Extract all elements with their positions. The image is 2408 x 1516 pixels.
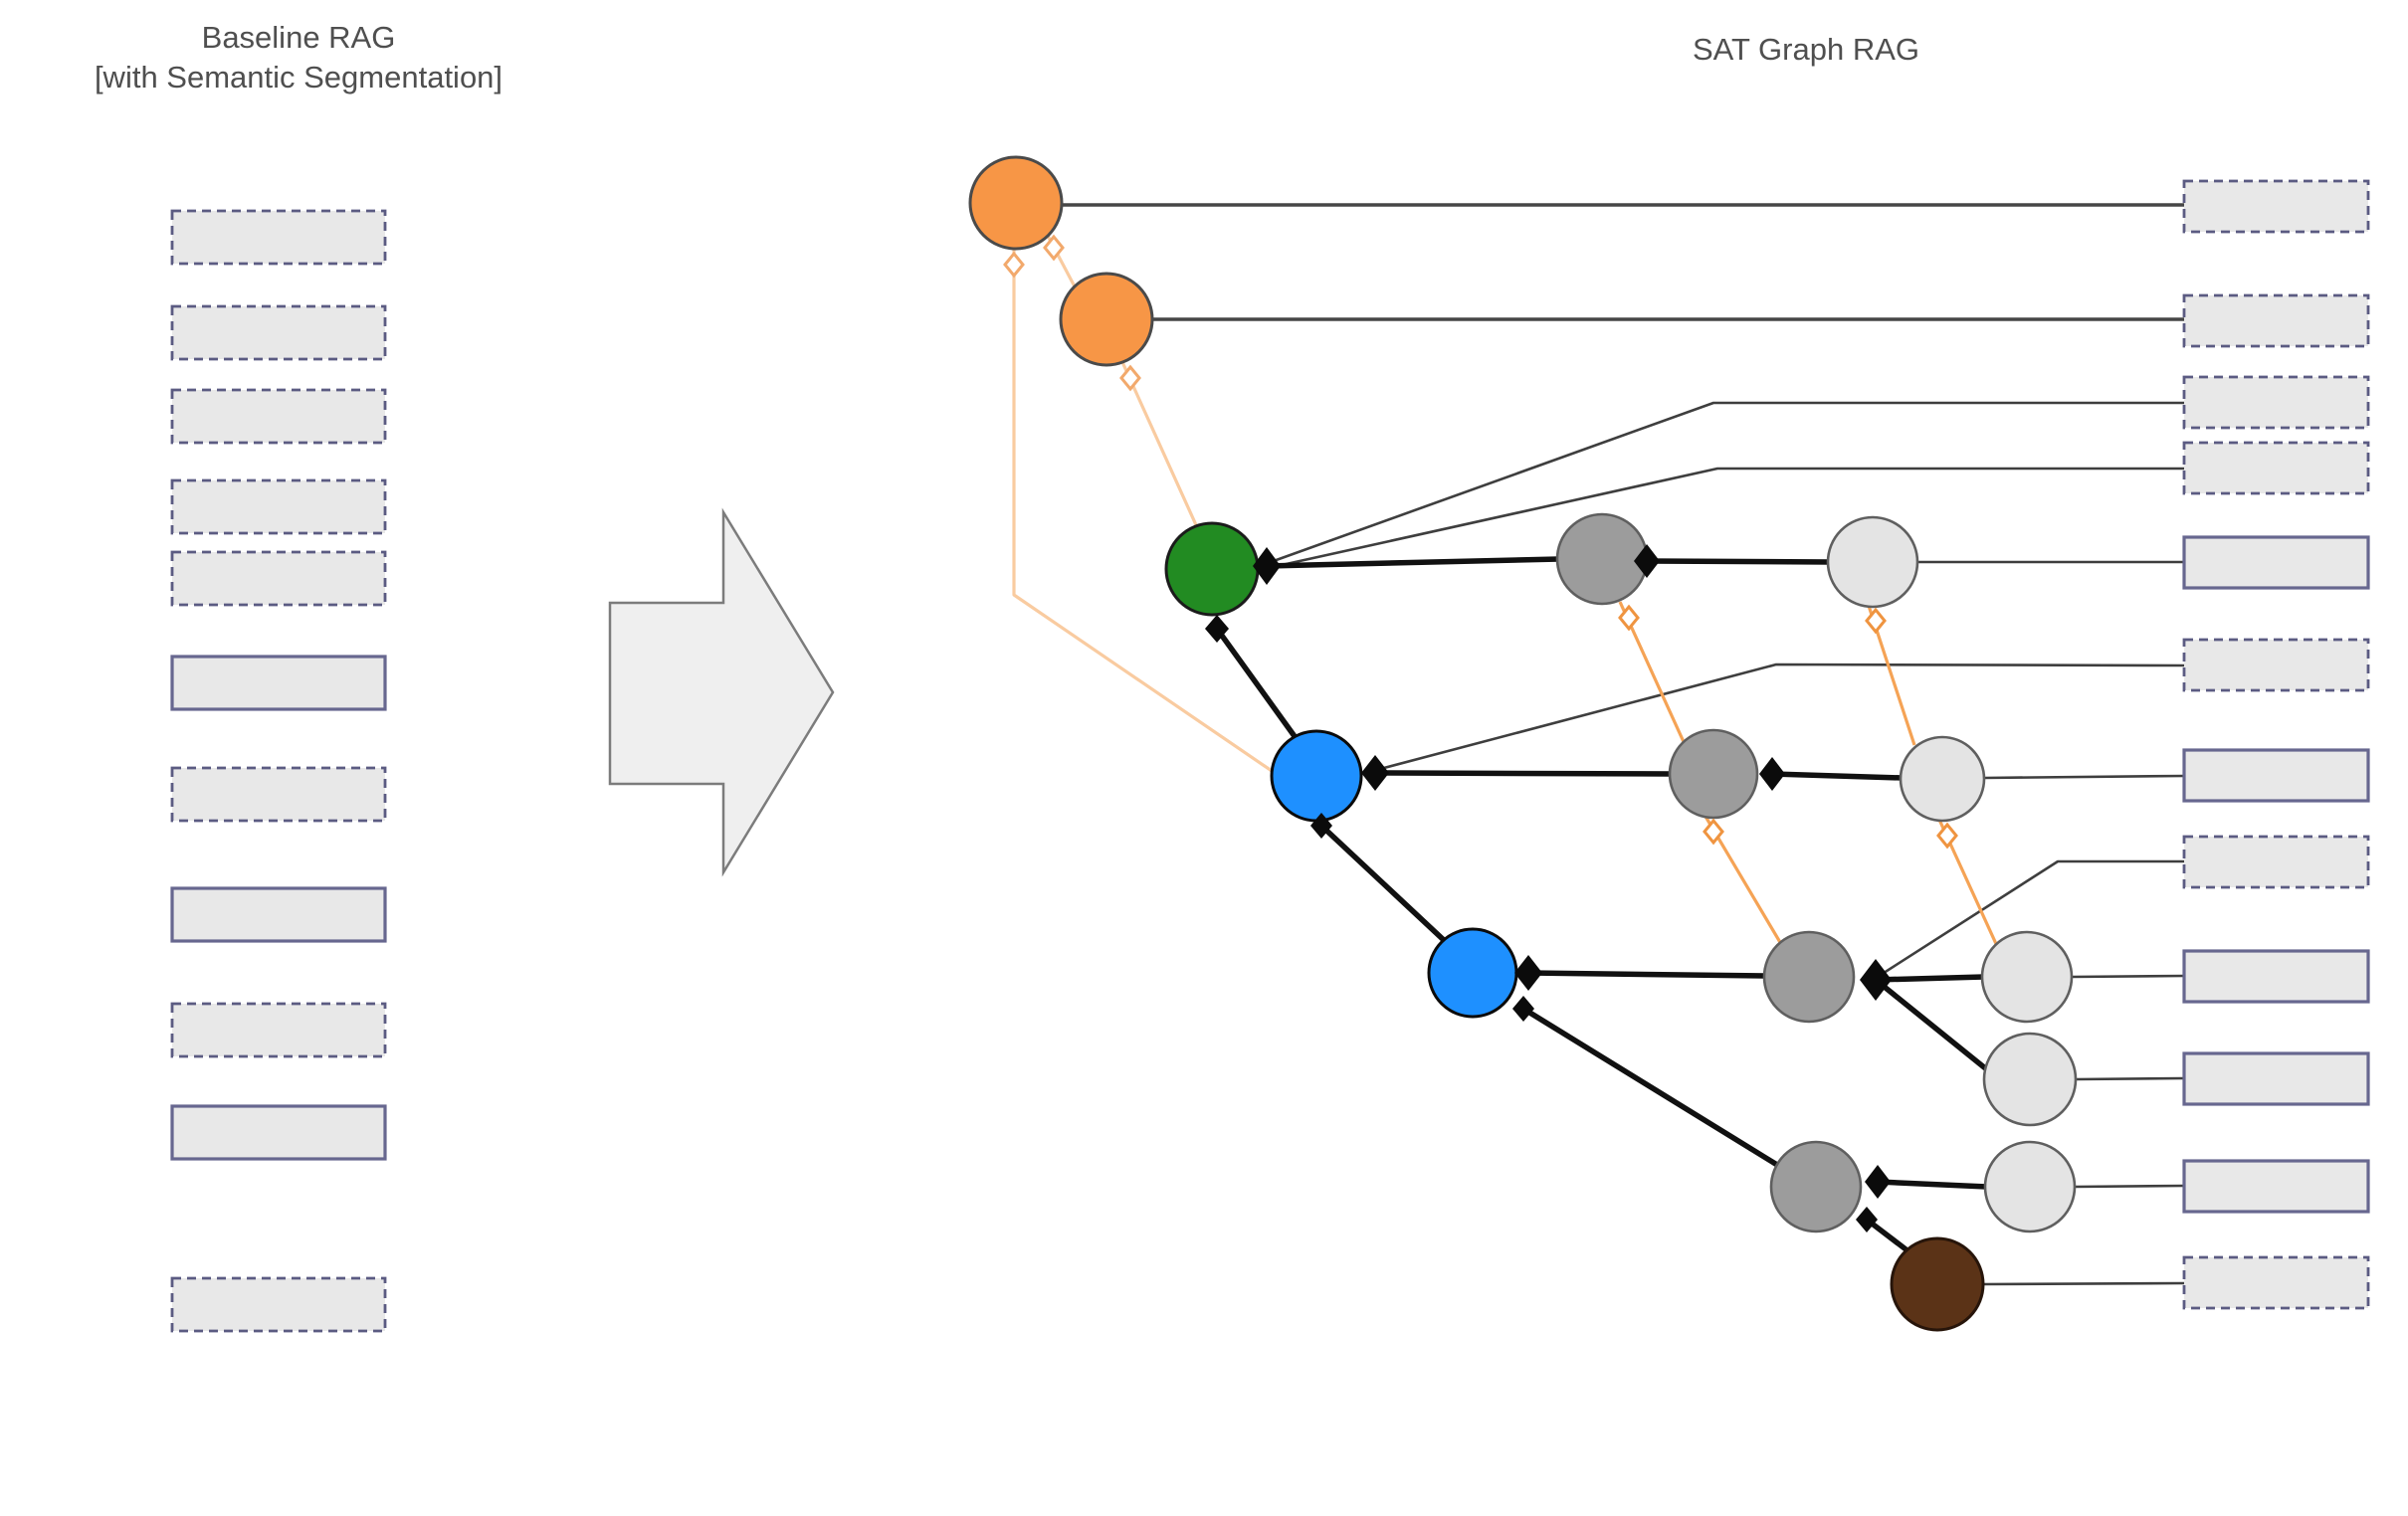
right-chunk-9 — [2182, 949, 2370, 1004]
edge-gray3-light4 — [1874, 977, 1991, 1074]
edge-blue1-chunk6 — [1379, 663, 2185, 771]
filled-diamond-marker-7 — [1514, 955, 1542, 991]
filled-diamond-marker-5 — [1865, 1165, 1891, 1199]
edge-gray1-light1 — [1646, 558, 1831, 565]
filled-diamond-marker-10 — [1512, 996, 1534, 1022]
edge-light4-chunk10 — [2075, 1076, 2185, 1081]
filled-diamond-marker-11 — [1856, 1207, 1878, 1232]
edge-orange-doc2-green — [1120, 361, 1199, 528]
edge-gray4-light5 — [1877, 1179, 1988, 1190]
edge-gray2-light2 — [1771, 771, 1904, 781]
node-sent-light-2 — [1899, 735, 1986, 823]
edge-green-gray1 — [1266, 556, 1560, 569]
right-chunk-6 — [2182, 638, 2370, 692]
filled-diamond-marker-8 — [1205, 615, 1229, 643]
open-diamond-marker-6 — [1703, 818, 1724, 846]
node-doc-orange-1 — [968, 155, 1064, 251]
open-diamond-marker-7 — [1936, 822, 1958, 850]
open-diamond-marker-2 — [1043, 234, 1065, 262]
right-chunk-3 — [2182, 375, 2370, 430]
left-panel-title-line1: Baseline RAG — [201, 20, 396, 55]
open-diamond-marker-1 — [1003, 251, 1025, 279]
filled-diamond-marker-1 — [1253, 547, 1281, 585]
node-sent-light-5 — [1983, 1140, 2077, 1233]
open-diamond-marker-4 — [1618, 604, 1640, 632]
node-sent-light-4 — [1982, 1032, 2078, 1127]
left-chunk-9 — [170, 1002, 387, 1058]
edge-brown-chunk12 — [1982, 1281, 2185, 1286]
left-panel-title: Baseline RAG [with Semantic Segmentation… — [55, 18, 542, 97]
right-chunk-1 — [2182, 179, 2370, 234]
node-leaf-brown — [1890, 1236, 1985, 1332]
edge-gray3-light3 — [1875, 974, 1985, 983]
edge-green-blue1 — [1214, 627, 1300, 741]
node-sent-light-3 — [1980, 930, 2074, 1024]
left-chunk-3 — [170, 388, 387, 445]
edge-light3-chunk9 — [2071, 974, 2185, 979]
left-chunk-7 — [170, 766, 387, 823]
right-chunk-11 — [2182, 1159, 2370, 1214]
right-chunk-4 — [2182, 441, 2370, 495]
edge-light5-chunk11 — [2074, 1184, 2185, 1189]
node-sec-blue-2 — [1427, 927, 1518, 1019]
right-chunk-7 — [2182, 748, 2370, 803]
node-doc-orange-2 — [1059, 272, 1154, 367]
left-chunk-2 — [170, 304, 387, 361]
node-para-gray-4 — [1769, 1140, 1863, 1233]
edge-blue1-gray2 — [1374, 770, 1673, 777]
node-sent-light-1 — [1826, 515, 1919, 609]
node-para-gray-3 — [1762, 930, 1856, 1024]
edge-blue1-blue2 — [1319, 823, 1447, 944]
left-chunk-6 — [170, 655, 387, 711]
left-chunk-10 — [170, 1104, 387, 1161]
right-panel-title: SAT Graph RAG — [1693, 32, 1919, 67]
edge-light2-chunk7 — [1983, 774, 2185, 780]
edge-gray3-chunk8 — [1880, 859, 2184, 977]
edge-green-chunk4 — [1272, 467, 2184, 569]
left-chunk-1 — [170, 209, 387, 266]
node-sec-green — [1164, 521, 1260, 617]
filled-diamond-marker-4 — [1860, 959, 1892, 1001]
filled-diamond-marker-3 — [1759, 757, 1785, 791]
left-chunk-4 — [170, 478, 387, 535]
left-chunk-11 — [170, 1276, 387, 1333]
filled-diamond-marker-6 — [1361, 755, 1389, 791]
left-chunk-5 — [170, 550, 387, 607]
left-chunk-8 — [170, 886, 387, 943]
edge-orange-doc1-blue1 — [1012, 249, 1276, 775]
edge-blue2-gray3 — [1527, 970, 1767, 979]
right-chunk-5 — [2182, 535, 2370, 590]
right-chunk-2 — [2182, 293, 2370, 348]
right-chunk-8 — [2182, 835, 2370, 889]
edge-gray4-brown — [1865, 1217, 1910, 1254]
node-para-gray-1 — [1555, 512, 1649, 606]
right-chunk-12 — [2182, 1255, 2370, 1310]
transform-arrow — [608, 507, 835, 877]
edge-green-chunk3 — [1270, 401, 2184, 564]
node-para-gray-2 — [1668, 728, 1759, 820]
open-diamond-marker-5 — [1865, 607, 1887, 635]
right-chunk-10 — [2182, 1051, 2370, 1106]
filled-diamond-marker-9 — [1310, 813, 1332, 839]
filled-diamond-marker-2 — [1634, 544, 1660, 578]
open-diamond-marker-3 — [1119, 364, 1141, 392]
node-sec-blue-1 — [1270, 729, 1363, 823]
left-panel-title-line2: [with Semantic Segmentation] — [94, 60, 503, 95]
edge-blue2-gray4 — [1521, 1006, 1779, 1168]
